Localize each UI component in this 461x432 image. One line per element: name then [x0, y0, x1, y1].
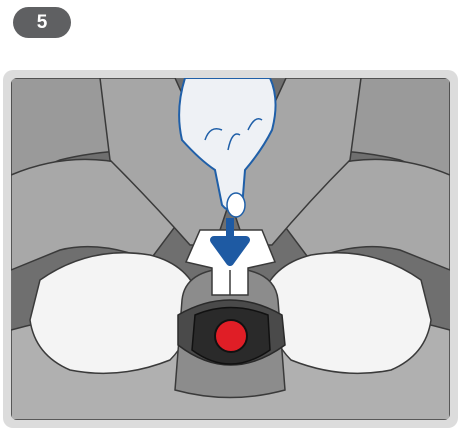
leg-pad-right	[260, 252, 432, 375]
step-number-badge: 5	[13, 7, 71, 38]
fingernail	[226, 192, 246, 218]
leg-pad-left	[29, 252, 201, 375]
finger-lines	[204, 118, 263, 151]
down-arrow-icon	[210, 218, 250, 266]
red-release-button-icon	[214, 319, 248, 353]
